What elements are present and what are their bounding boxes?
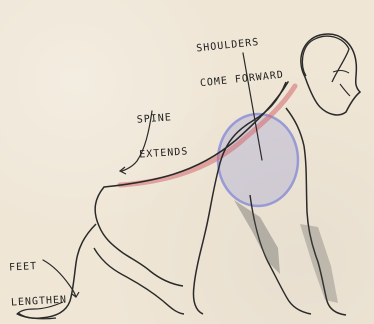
head-outline [301,34,360,115]
shoulders-annotation: SHOULDERS COME FORWARD [193,12,286,112]
shoulders-annotation-line-2: COME FORWARD [199,69,284,89]
feet-annotation-line-1: FEET [9,260,66,274]
spine-annotation: SPINE EXTENDS [135,88,190,183]
shoulders-annotation-line-1: SHOULDERS [196,35,281,55]
arm-shading-2 [300,224,338,303]
spine-annotation-line-2: EXTENDS [139,146,189,161]
hair [302,36,349,82]
spine-annotation-line-1: SPINE [136,111,186,126]
back-arm [250,195,311,314]
hip-outline [95,187,183,286]
arm-shading [234,200,280,274]
feet-annotation-line-2: LENGTHEN [11,294,68,308]
feet-annotation: FEET LENGTHEN [8,237,69,324]
shin-outline [94,248,184,314]
